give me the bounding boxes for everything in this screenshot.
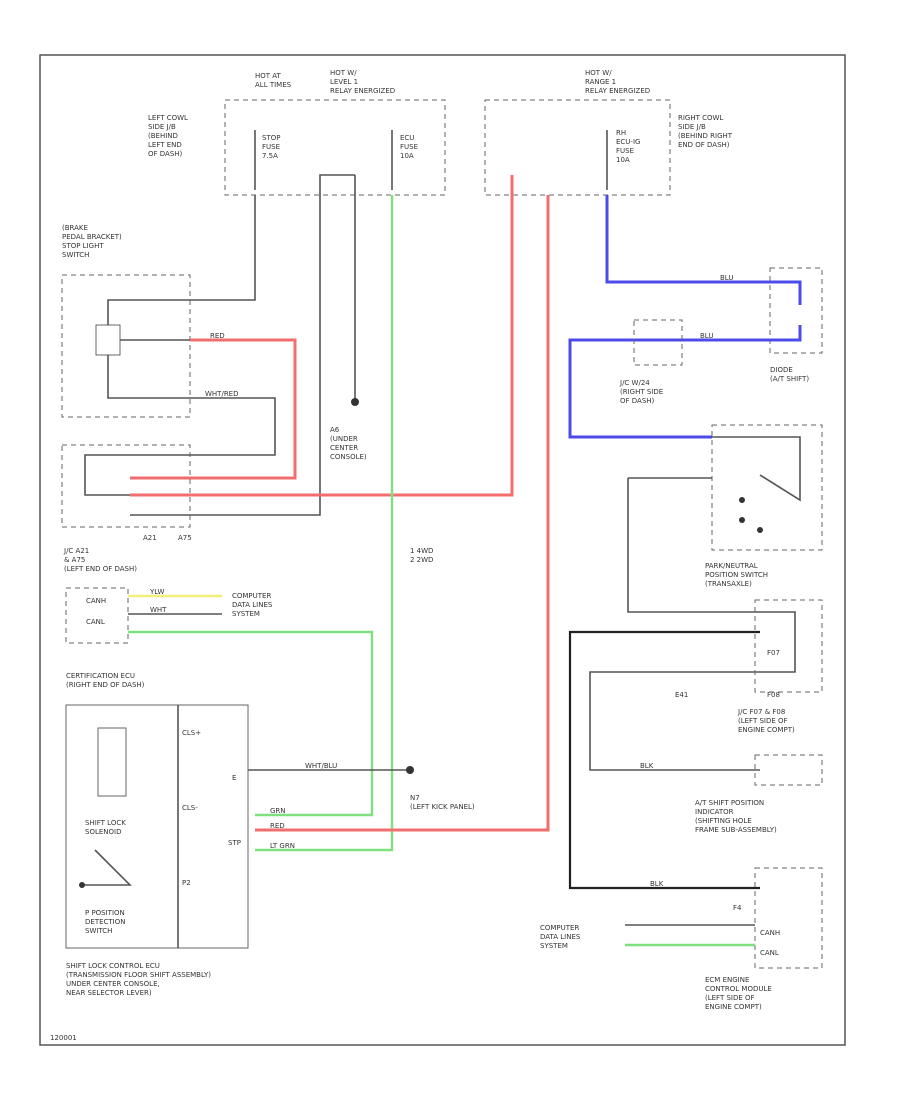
wl-blk-2: BLK <box>640 762 654 770</box>
ground-a-dot <box>351 398 359 406</box>
brake-switch-box <box>61 274 191 418</box>
label-a75: A75 <box>178 534 192 542</box>
pnp-pin-1 <box>739 497 745 503</box>
label-canh2: CANH <box>760 929 780 937</box>
label-a21: A21 <box>143 534 157 542</box>
diagram-frame <box>39 54 846 1046</box>
left-jb-box <box>224 99 446 196</box>
label-e: E <box>232 774 236 782</box>
wl-wht: WHT <box>150 606 167 614</box>
wl-blu-2: BLU <box>700 332 713 340</box>
ground-b-dot <box>406 766 414 774</box>
label-f07: F07 <box>767 649 780 657</box>
label-clsv: CLS+ <box>182 729 201 737</box>
wire-loop <box>84 454 130 496</box>
pnp-pin-3 <box>757 527 763 533</box>
label-e41: E41 <box>675 691 688 699</box>
at-shift-box <box>754 754 823 786</box>
label-cert-ecu: CERTIFICATION ECU(RIGHT END OF DASH) <box>66 672 145 689</box>
label-canh: CANH <box>86 597 106 605</box>
label-ground-b: N7(LEFT KICK PANEL) <box>410 794 475 811</box>
label-f08: F08 <box>767 691 780 699</box>
label-diode: DIODE(A/T SHIFT) <box>770 366 809 383</box>
diagram-code: 120001 <box>50 1034 77 1042</box>
wl-red-1: RED <box>210 332 225 340</box>
pnp-contact <box>712 436 801 502</box>
wire-blk-pnp <box>589 478 796 771</box>
p-switch-symbol <box>80 849 132 886</box>
wire-stop-light <box>107 195 256 325</box>
label-canl2: CANL <box>760 949 779 957</box>
wl-grn: GRN <box>270 807 286 815</box>
label-canl: CANL <box>86 618 105 626</box>
wl-wht-red: WHT/RED <box>205 390 239 398</box>
wire-red-long <box>130 175 514 497</box>
pnp-box <box>711 424 823 551</box>
wl-red-2: RED <box>270 822 285 830</box>
wire-blu-diode <box>605 195 802 305</box>
wire-blk-ecm <box>568 630 760 890</box>
wl-ylw: YLW <box>149 588 165 596</box>
wl-wht-blu: WHT/BLU <box>305 762 337 770</box>
pnp-pin-2 <box>739 517 745 523</box>
shift-lock-ecu <box>65 704 249 949</box>
wl-blu-1: BLU <box>720 274 733 282</box>
wire-wht-blu-brake <box>107 355 276 456</box>
solenoid-symbol <box>97 727 127 797</box>
ecm-box <box>754 867 823 969</box>
diode-box <box>769 267 823 354</box>
label-stp: STP <box>228 839 241 847</box>
wl-blk: BLK <box>650 880 664 888</box>
brake-switch-body <box>95 324 121 356</box>
jc-wide-box <box>633 319 683 366</box>
wire-wht-blu-up <box>130 174 355 516</box>
wire-red-stp <box>255 195 550 832</box>
wire-lt-grn-ig <box>255 195 394 852</box>
wl-lt-grn: LT GRN <box>270 842 295 850</box>
jc-a21-box <box>61 444 191 528</box>
right-jb-box <box>484 99 671 196</box>
label-shift-lock-ecu: SHIFT LOCK CONTROL ECU(TRANSMISSION FLOO… <box>66 962 211 997</box>
cert-ecu-box <box>65 587 129 644</box>
p-switch-dot <box>79 882 85 888</box>
label-jc-a21: J/C A21& A75(LEFT END OF DASH) <box>63 547 137 573</box>
jc-f07-box <box>754 599 823 693</box>
wire-red-brake <box>130 338 297 480</box>
wire-grn-p <box>128 630 374 817</box>
wire-blu-wide <box>568 325 802 439</box>
label-clsm: CLS- <box>182 804 198 812</box>
label-f4: F4 <box>733 904 742 912</box>
label-p2: P2 <box>182 879 191 887</box>
